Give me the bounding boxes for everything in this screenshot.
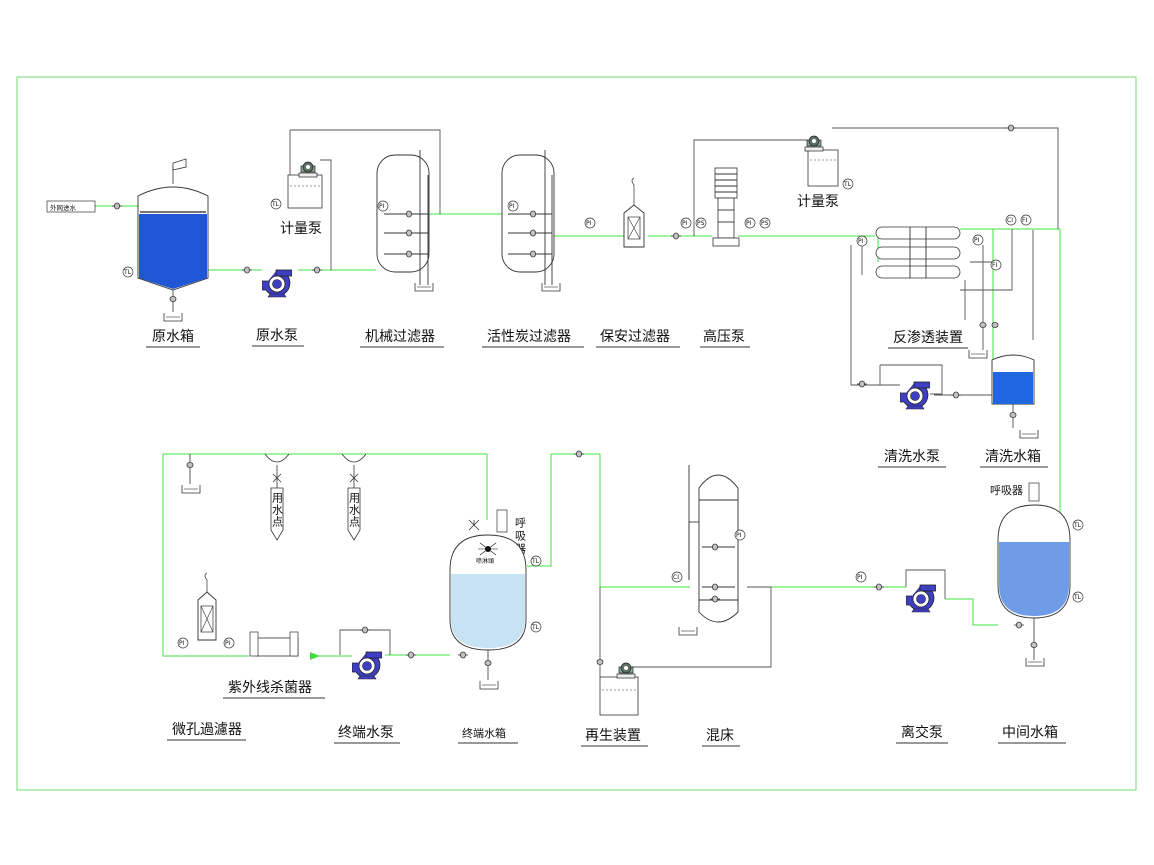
- middle-tank-label: 中间水箱: [1002, 725, 1058, 741]
- raw-water-pump: 原水泵: [242, 266, 322, 347]
- spray-head-label: 喷淋頭: [476, 557, 494, 565]
- svg-text:PI: PI: [682, 220, 688, 227]
- middle-water-tank: 呼吸器 TL TL 中间水箱: [990, 482, 1084, 744]
- dosing-pump-icon: [804, 135, 824, 152]
- micro-filter: PI PI 微孔過濾器: [167, 572, 246, 741]
- svg-text:FI: FI: [992, 262, 997, 269]
- uv-sterilizer: 紫外线杀菌器: [223, 631, 325, 699]
- breather-label: 呼吸器: [990, 484, 1023, 497]
- carbon-filter-label: 活性炭过滤器: [487, 329, 571, 345]
- svg-text:TL: TL: [1073, 522, 1082, 529]
- cleaning-pump: 清洗水泵: [857, 380, 961, 468]
- high-pressure-pump: PI PS PI PS 高压泵: [671, 167, 771, 348]
- svg-text:PI: PI: [179, 640, 185, 647]
- svg-text:PI: PI: [857, 574, 863, 581]
- svg-text:PI: PI: [746, 220, 752, 227]
- terminal-pump-icon: [352, 651, 382, 680]
- svg-text:TL: TL: [271, 201, 280, 208]
- svg-text:PI: PI: [379, 203, 385, 210]
- ion-pump-icon: [906, 584, 936, 613]
- svg-text:TL: TL: [531, 624, 540, 631]
- use-point-2-label: 用水点: [348, 492, 361, 528]
- regeneration-device: 再生装置: [581, 659, 648, 747]
- level-indicator-icon: [122, 266, 134, 278]
- svg-text:FI: FI: [1022, 217, 1027, 224]
- raw-pump-label: 原水泵: [256, 328, 298, 344]
- mixed-bed-label: 混床: [706, 728, 734, 744]
- ro-unit-label: 反渗透装置: [893, 330, 963, 346]
- svg-text:CI: CI: [673, 574, 679, 581]
- svg-text:PI: PI: [858, 238, 864, 245]
- svg-text:PI: PI: [736, 532, 742, 539]
- diagram-frame: [16, 76, 1137, 791]
- micro-filter-label: 微孔過濾器: [172, 722, 242, 738]
- clean-pump-label: 清洗水泵: [884, 449, 940, 465]
- mech-filter-label: 机械过滤器: [365, 329, 435, 345]
- svg-text:PI: PI: [974, 237, 980, 244]
- svg-text:TL: TL: [531, 558, 540, 565]
- terminal-pump-label: 终端水泵: [338, 725, 394, 741]
- terminal-tank-label: 终端水箱: [462, 726, 506, 740]
- hp-pump-label: 高压泵: [703, 328, 745, 345]
- dosing-pump-icon: [298, 161, 318, 178]
- external-inlet-label: 外网进水: [50, 203, 77, 212]
- raw-tank-label: 原水箱: [152, 329, 194, 345]
- clean-pump-icon: [900, 381, 930, 410]
- raw-water-tank: 外网进水 TL 原水箱: [46, 158, 209, 348]
- svg-text:PS: PS: [697, 220, 705, 227]
- activated-carbon-filter: PI 活性炭过滤器: [482, 150, 584, 348]
- svg-text:PI: PI: [225, 640, 231, 647]
- use-point-1-label: 用水点: [271, 492, 284, 528]
- mechanical-filter: PI 机械过滤器: [360, 150, 444, 348]
- dosing-pump-icon: [616, 662, 636, 679]
- raw-pump-icon: [262, 269, 292, 298]
- svg-text:TL: TL: [843, 181, 852, 188]
- svg-text:TL: TL: [1073, 594, 1082, 601]
- svg-text:CI: CI: [1007, 217, 1013, 224]
- dosing-pump-2-label: 计量泵: [797, 194, 839, 210]
- ion-exchange-pump: PI 离交泵: [855, 571, 948, 744]
- regen-label: 再生装置: [585, 728, 641, 744]
- dosing-pump-2: TL 计量泵: [797, 124, 1016, 210]
- svg-text:PI: PI: [509, 203, 515, 210]
- security-filter-label: 保安过滤器: [600, 329, 670, 345]
- svg-text:TL: TL: [123, 269, 132, 276]
- clean-tank-label: 清洗水箱: [985, 449, 1041, 465]
- security-filter: PI 保安过滤器: [584, 177, 680, 348]
- dosing-pump-1-label: 计量泵: [280, 221, 322, 237]
- svg-text:PI: PI: [586, 220, 592, 227]
- mixed-bed: CI PI 混床: [671, 465, 746, 747]
- dosing-pump-1: TL 计量泵: [270, 161, 323, 237]
- terminal-water-tank: 呼吸器 喷淋頭 TL TL 终端水箱: [449, 509, 542, 744]
- use-points: 用水点 用水点: [181, 450, 584, 541]
- uv-label: 紫外线杀菌器: [228, 680, 312, 696]
- svg-text:PS: PS: [761, 220, 769, 227]
- terminal-pump: 终端水泵: [334, 626, 416, 744]
- ion-pump-label: 离交泵: [901, 724, 943, 741]
- cleaning-tank: 清洗水箱: [980, 354, 1048, 468]
- reverse-osmosis-unit: PI PI CI FI FI 反渗透装置: [856, 214, 1032, 359]
